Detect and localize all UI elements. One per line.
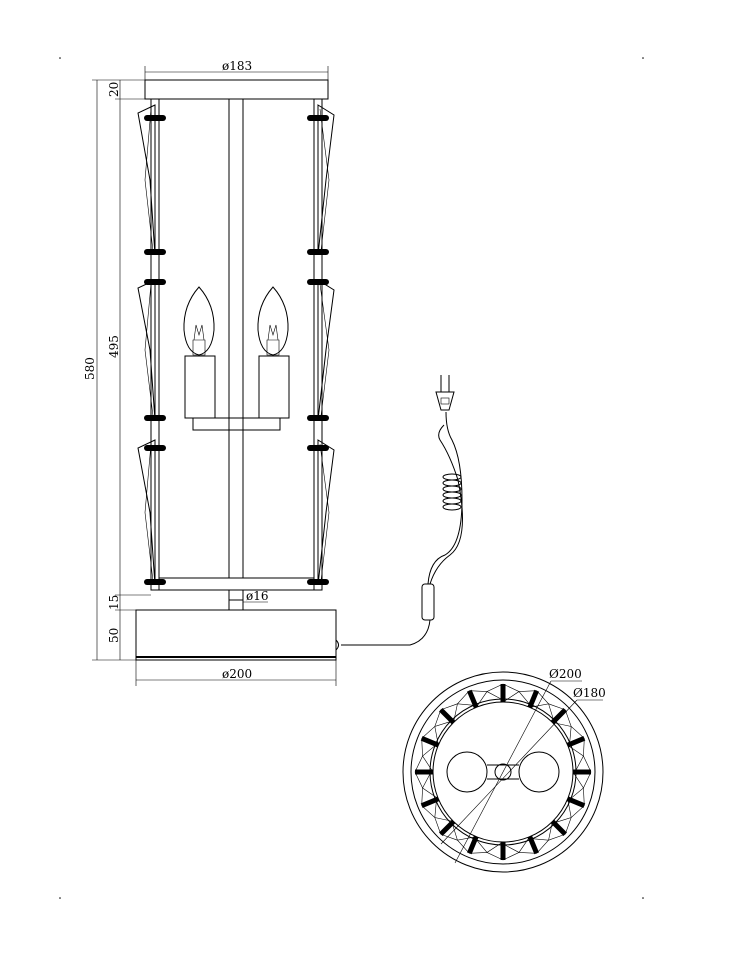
dim-inner-diameter: Ø180 [573,686,606,700]
clip [144,579,166,585]
right-bulb [257,286,290,419]
crystal-left [137,279,156,421]
ring-clip [467,689,479,709]
top-cap [144,79,329,100]
dim-outer-diameter: Ø200 [549,667,582,681]
cable-coil [442,473,462,511]
ring-clip [420,796,440,808]
crystal-right [317,104,335,256]
dim-base-diameter: ø200 [222,667,252,681]
right-rod [313,98,323,591]
clip [307,415,329,421]
center-rod [228,98,244,579]
crystal-left [137,439,156,586]
front-view: ø183 580 20 495 15 50 ø16 ø200 [83,59,463,686]
base [135,609,337,661]
clip [144,279,166,285]
ring-clip [527,689,539,709]
bulb-left-top [446,751,488,793]
clip [144,249,166,255]
left-bulb [183,286,216,419]
dim-top-cap: 20 [107,82,121,97]
crystal-panels [137,104,335,586]
ring-clip [467,835,479,855]
crystal-right [317,279,335,421]
bottom-bar [158,577,315,591]
dimensions: ø183 580 20 495 15 50 ø16 ø200 [83,59,337,686]
ring-clip [566,796,586,808]
ring-clip [420,736,440,748]
ring-clip [566,736,586,748]
ring-clip [527,835,539,855]
clip [144,415,166,421]
dim-total-height: 580 [83,357,97,380]
clip [144,115,166,121]
clip [307,279,329,285]
crystal-ring [414,683,592,861]
clip [307,579,329,585]
plug [435,391,455,411]
inline-switch [421,583,435,621]
dim-frame-height: 495 [107,335,121,358]
ring-clip [439,819,456,836]
top-view: Ø200 Ø180 [402,667,606,873]
dim-stem-gap: 15 [107,595,121,610]
ring-clip [550,708,567,725]
dim-stem-diameter: ø16 [246,589,269,603]
clip [144,445,166,451]
dim-base-height: 50 [107,628,121,643]
outer-circle [402,671,604,873]
ring-clip [550,819,567,836]
center-hub [494,763,512,781]
left-rod [150,98,160,591]
bulb-arm [192,417,281,431]
crystal-right [317,439,335,586]
dim-top-diameter: ø183 [222,59,252,73]
clip [307,445,329,451]
clip [307,249,329,255]
clip [307,115,329,121]
corner-marks [59,57,644,899]
ring-clip [439,708,456,725]
bulb-right-top [518,751,560,793]
crystal-left [137,104,156,256]
power-cable [341,375,463,646]
